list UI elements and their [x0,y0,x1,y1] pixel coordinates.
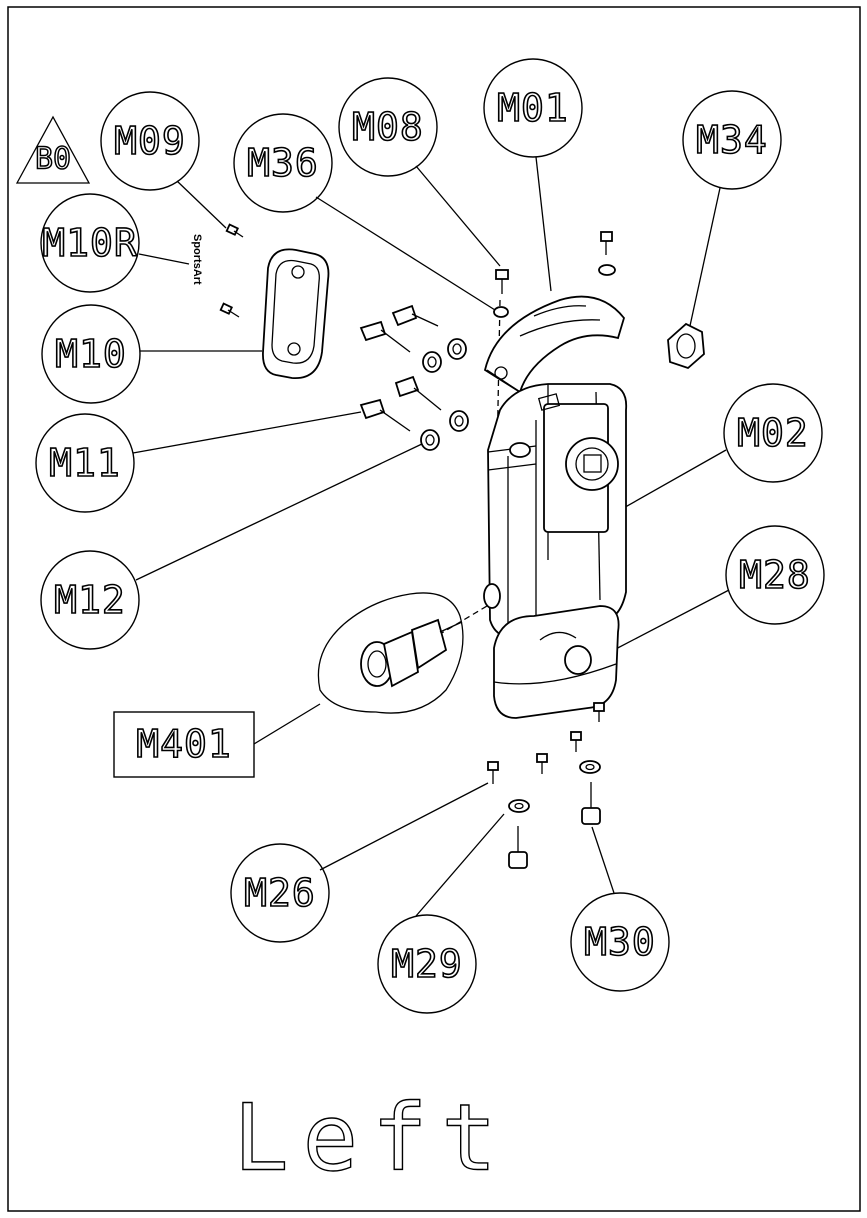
callout-m02: M02 [723,383,823,483]
m29-washers [508,760,601,813]
m28-bottom-cap [493,605,620,719]
callout-m401-label: M401 [136,722,232,766]
callout-m401: M401 [113,711,255,778]
callout-m11: M11 [35,413,135,513]
m11-bolt-2 [359,320,411,353]
m11-bolt-3 [394,375,442,411]
top-right-screw [598,231,616,276]
sportsart-logo: SportsArt [191,234,203,285]
callout-m30: M30 [570,892,670,992]
m08-screw [495,269,509,294]
callout-m08-label: M08 [352,105,424,149]
callout-m02-label: M02 [737,411,809,455]
m02-main-housing [483,383,628,640]
leader-lines [132,156,730,917]
m34-nut [667,322,705,370]
m11-bolt-1 [391,304,439,327]
callout-m28-label: M28 [739,553,811,597]
drawing-border [7,6,861,1212]
m09-screw-upper [225,223,244,238]
m36-washer [493,306,509,318]
callout-m10r: M10R [40,193,140,293]
m11-bolt-4 [359,398,411,432]
m30-bolts [508,782,601,869]
callout-m01-label: M01 [497,86,569,130]
callout-m29: M29 [377,914,477,1014]
m12-washers [420,338,469,451]
callout-m34: M34 [682,90,782,190]
m401-plunger-cloud [317,592,464,714]
callout-m08: M08 [338,77,438,177]
callout-m10-label: M10 [55,332,127,376]
m10r-logo-label: SportsArt [191,234,203,285]
callout-m36-label: M36 [247,141,319,185]
callout-m36: M36 [233,113,333,213]
callout-m34-label: M34 [696,118,768,162]
m26-screws [487,702,605,784]
revision-label: B0 [35,142,71,177]
callout-m30-label: M30 [584,920,656,964]
callout-m12-label: M12 [54,578,126,622]
revision-triangle: B0 [15,115,91,184]
view-label: Left [233,1085,511,1192]
callout-m10r-label: M10R [42,221,138,265]
m09-screw-lower [219,302,240,318]
callout-m11-label: M11 [49,441,121,485]
callout-m01: M01 [483,58,583,158]
callout-m12: M12 [40,550,140,650]
m10-cover-plate [262,248,330,379]
callout-m28: M28 [725,525,825,625]
callout-m09: M09 [100,91,200,191]
callout-m26: M26 [230,843,330,943]
m01-top-cap [483,295,625,394]
callout-m26-label: M26 [244,871,316,915]
callout-m10: M10 [41,304,141,404]
callout-m09-label: M09 [114,119,186,163]
callout-m29-label: M29 [391,942,463,986]
